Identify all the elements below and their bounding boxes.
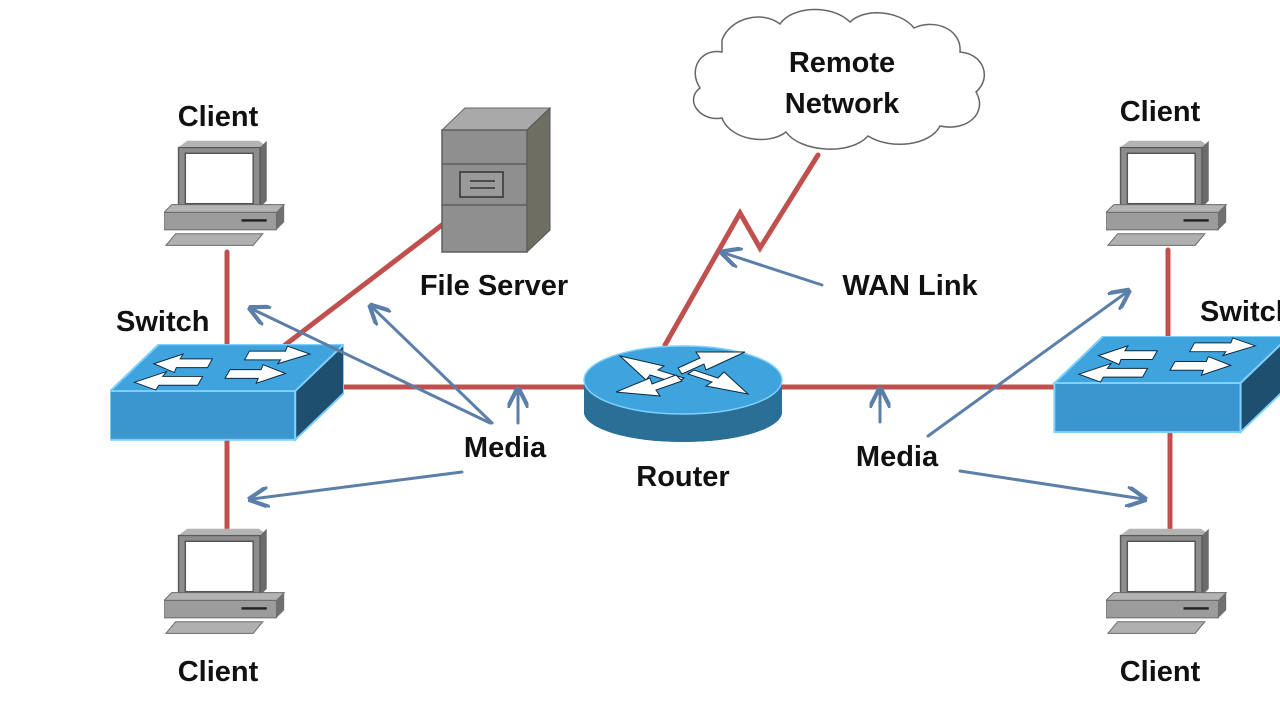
client-bottom-right-label: Client	[1120, 656, 1201, 688]
switch-icon	[1053, 336, 1280, 434]
client-bottom-right: Client	[1106, 528, 1227, 688]
client-top-right: Client	[1106, 96, 1227, 247]
computer-icon	[1106, 140, 1227, 247]
client-bottom-left-label: Client	[178, 656, 259, 688]
wan-link-cable	[662, 152, 821, 348]
client-top-right-label: Client	[1120, 96, 1201, 128]
router-icon	[583, 345, 783, 442]
router: Router	[583, 345, 783, 493]
switch-right-label: Switch	[1200, 296, 1280, 328]
client-bottom-left: Client	[164, 528, 285, 688]
media-right-label: Media	[856, 441, 939, 473]
remote-network-cloud: Remote Network	[692, 8, 986, 150]
remote-network-label-line2: Network	[785, 88, 900, 120]
computer-icon	[1106, 528, 1227, 635]
client-top-left: Client	[164, 101, 285, 247]
wan-link-label: WAN Link	[842, 270, 978, 302]
cloud-icon	[692, 8, 986, 150]
media-left-label: Media	[464, 432, 547, 464]
switch-icon	[110, 344, 344, 441]
router-label: Router	[636, 461, 729, 493]
annotation-pointers	[252, 253, 1143, 499]
cables	[224, 152, 1173, 531]
file-server: File Server	[420, 106, 568, 302]
media-left-pointer-server-cable	[372, 307, 494, 425]
media-right-pointer-client-cable	[958, 469, 1143, 499]
switch-left-label: Switch	[116, 306, 209, 338]
wan-link-pointer	[724, 253, 824, 287]
media-left-pointer-switch-cable	[252, 309, 492, 425]
computer-icon	[164, 140, 285, 247]
remote-network-label-line1: Remote	[789, 47, 895, 79]
switch-right: Switch	[1053, 296, 1280, 434]
client-top-left-label: Client	[178, 101, 259, 133]
server-icon	[440, 106, 552, 254]
cable-switch-file-server	[282, 222, 445, 348]
media-right-pointer-switch-cable	[926, 292, 1127, 438]
computer-icon	[164, 528, 285, 635]
file-server-label: File Server	[420, 270, 568, 302]
media-left-pointer-client-cable	[252, 470, 464, 499]
switch-left: Switch	[110, 306, 344, 441]
